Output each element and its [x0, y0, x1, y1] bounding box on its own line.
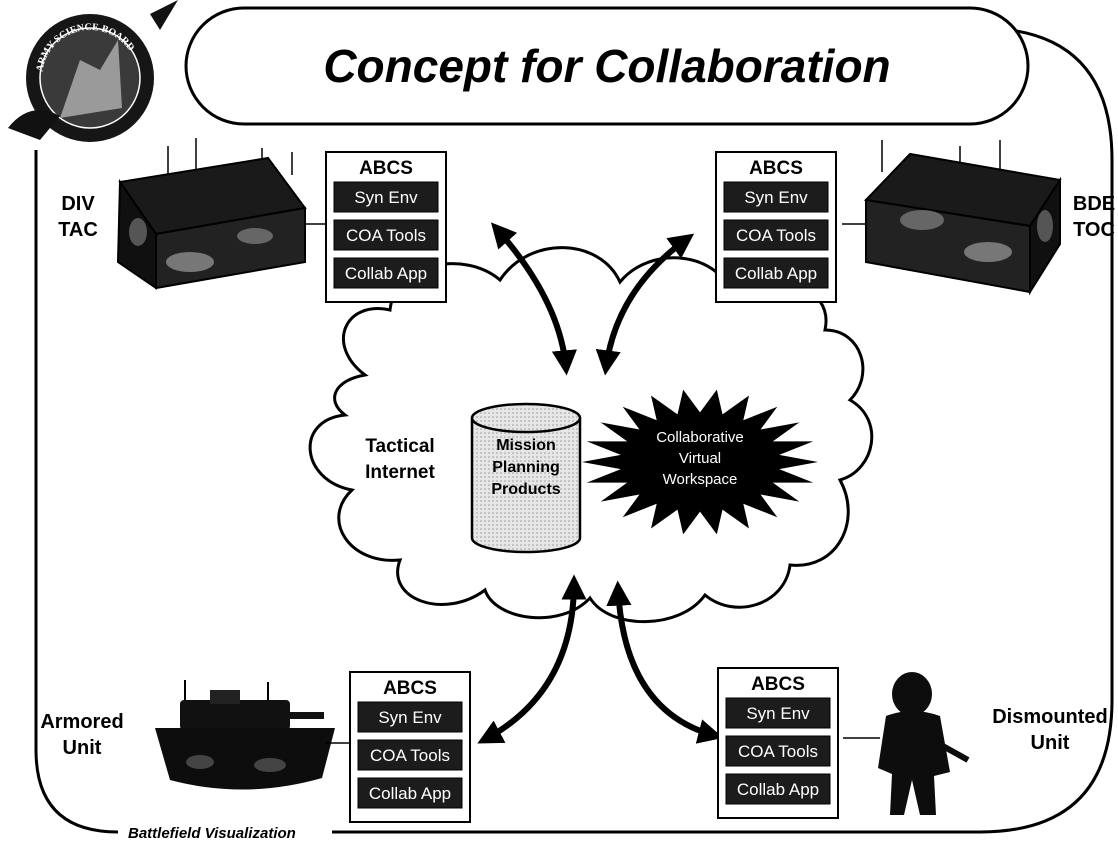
abcs-row-bg — [725, 697, 831, 729]
abcs-row-label: COA Tools — [738, 742, 818, 761]
bde-toc-shelter-icon — [863, 140, 1062, 296]
abcs-row-label: Collab App — [369, 784, 451, 803]
bde-toc-label-1: BDE — [1073, 193, 1115, 215]
title-banner: Concept for Collaboration — [184, 6, 1030, 126]
abcs-title: ABCS — [751, 674, 805, 695]
mission-planning-database-icon — [470, 402, 582, 554]
arrow-div-tac — [490, 222, 577, 376]
abcs-row-bg — [357, 701, 463, 733]
outer-frame — [34, 26, 1114, 834]
abcs-row-label: COA Tools — [736, 226, 816, 245]
div-tac-shelter-icon — [116, 138, 307, 290]
abcs-title: ABCS — [383, 678, 437, 699]
abcs-row-bg — [357, 739, 463, 771]
abcs-row-label: COA Tools — [346, 226, 426, 245]
abcs-row-bg — [725, 773, 831, 805]
abcs-row-label: Collab App — [345, 264, 427, 283]
abcs-row-bg — [357, 777, 463, 809]
abcs-row-label: Syn Env — [354, 188, 418, 207]
armored-unit-tank-icon — [155, 680, 335, 790]
abcs-row-label: Syn Env — [378, 708, 442, 727]
armored-unit-label-2: Unit — [63, 737, 102, 759]
arrow-dismounted — [606, 580, 724, 744]
abcs-row-label: Syn Env — [744, 188, 808, 207]
dismounted-unit-label-2: Unit — [1031, 732, 1070, 754]
abcs-row-bg — [333, 257, 439, 289]
abcs-row-label: Syn Env — [746, 704, 810, 723]
tactical-internet-label-2: Internet — [365, 462, 435, 483]
abcs-row-bg — [333, 219, 439, 251]
abcs-row-bg — [333, 181, 439, 213]
workspace-label-2: Virtual — [679, 450, 721, 467]
abcs-row-bg — [725, 735, 831, 767]
div-tac-label-2: TAC — [58, 219, 98, 241]
tactical-internet-label: Tactical — [365, 436, 434, 457]
abcs-title: ABCS — [749, 158, 803, 179]
abcs-row-label: Collab App — [735, 264, 817, 283]
database-label-2: Planning — [492, 459, 560, 476]
footer-label: Battlefield Visualization — [128, 825, 296, 842]
tactical-internet-cloud — [308, 246, 874, 624]
army-science-board-seal-icon: ARMY SCIENCE BOARD — [8, 0, 178, 142]
abcs-row-label: COA Tools — [370, 746, 450, 765]
abcs-row-label: Collab App — [737, 780, 819, 799]
div-tac-label-1: DIV — [61, 193, 95, 215]
armored-unit-label-1: Armored — [40, 711, 123, 733]
workspace-label-3: Workspace — [663, 471, 738, 488]
page-title: Concept for Collaboration — [323, 40, 890, 92]
database-label-3: Products — [491, 481, 560, 498]
collaborative-workspace-starburst — [582, 389, 818, 535]
bde-toc-label-2: TOC — [1073, 219, 1115, 241]
abcs-title: ABCS — [359, 158, 413, 179]
abcs-row-bg — [723, 219, 829, 251]
arrow-bde-toc — [595, 233, 695, 376]
dismounted-soldier-icon — [878, 672, 970, 815]
database-label-1: Mission — [496, 437, 556, 454]
workspace-label-1: Collaborative — [656, 429, 744, 446]
dismounted-unit-label-1: Dismounted — [992, 706, 1108, 728]
abcs-row-bg — [723, 181, 829, 213]
arrow-armored — [477, 574, 587, 744]
abcs-row-bg — [723, 257, 829, 289]
